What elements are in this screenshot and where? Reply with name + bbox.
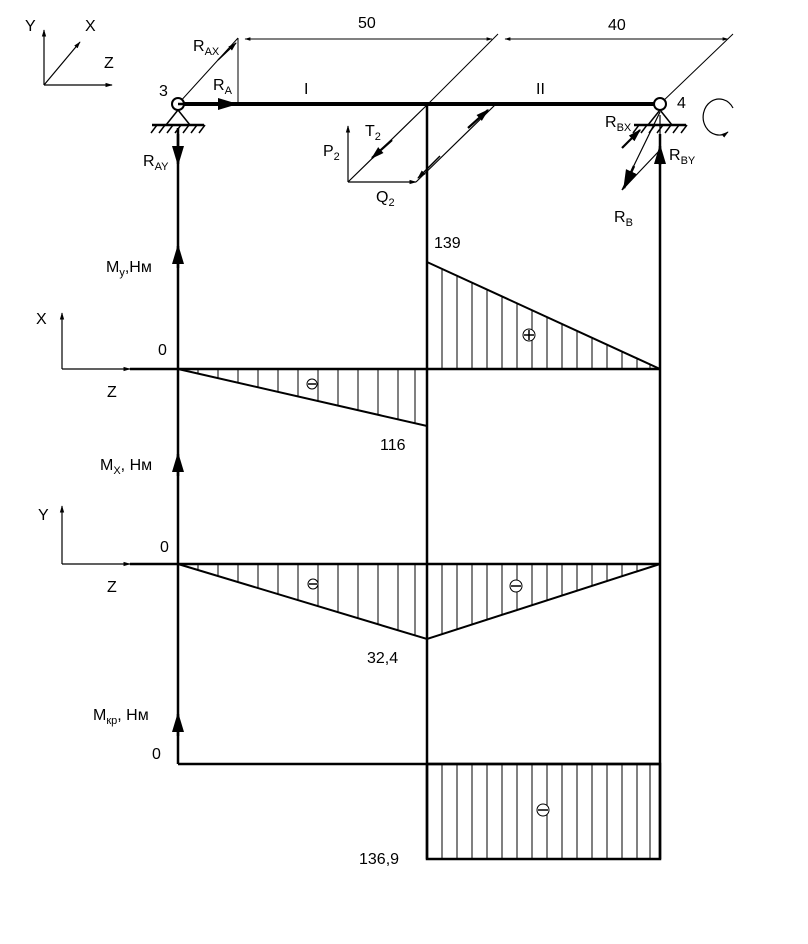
my-axis-title: My,Нм [106, 259, 152, 279]
mkr-value-136-9: 136,9 [359, 851, 399, 868]
force-rbx-label: RBX [605, 114, 632, 134]
frame-lines [176, 104, 662, 859]
dimension-50: 50 [358, 15, 376, 32]
axis-z-label: Z [104, 55, 114, 72]
my-axis-z: Z [107, 384, 117, 401]
my-zero: 0 [158, 342, 167, 359]
force-rby-label: RBY [669, 147, 696, 167]
mkr-diagram: Mкр, Нм 0 136,9 [93, 707, 662, 868]
axis-y-label: Y [25, 18, 36, 35]
force-t2-label: T2 [365, 123, 381, 143]
force-ra-label: RA [213, 77, 233, 97]
section-I-label: I [304, 81, 308, 98]
dimension-40: 40 [608, 17, 626, 34]
my-diagram: X Z My,Нм 0 139 [36, 235, 661, 454]
axis-x-label: X [85, 18, 96, 35]
support-right-pin [653, 97, 667, 111]
mx-axis-z: Z [107, 579, 117, 596]
force-rb-label: RB [614, 209, 633, 229]
my-axis-x: X [36, 311, 47, 328]
rotation-icon [702, 98, 734, 138]
force-arrows-left [172, 42, 238, 166]
mkr-zero: 0 [152, 746, 161, 763]
my-value-139: 139 [434, 235, 461, 252]
force-p2-label: P2 [323, 143, 340, 163]
mkr-axis-title: Mкр, Нм [93, 707, 149, 727]
mx-diagram: MX, Нм Y Z 0 32,4 [38, 457, 661, 667]
force-rax-label: RAX [193, 38, 220, 58]
my-value-116: 116 [380, 437, 406, 454]
support-3-label: 3 [159, 83, 168, 100]
coordinate-system-top [41, 29, 113, 88]
force-ray-label: RAY [143, 153, 169, 173]
section-II-label: II [536, 81, 545, 98]
dimension-lines [177, 33, 734, 105]
mx-axis-y: Y [38, 507, 49, 524]
mx-zero: 0 [160, 539, 169, 556]
mx-axis-title: MX, Нм [100, 457, 152, 477]
force-q2-label: Q2 [376, 189, 395, 209]
mx-value-32-4: 32,4 [367, 650, 398, 667]
support-4-label: 4 [677, 95, 686, 112]
support-right [632, 109, 688, 134]
force-arrows-middle [345, 103, 497, 185]
